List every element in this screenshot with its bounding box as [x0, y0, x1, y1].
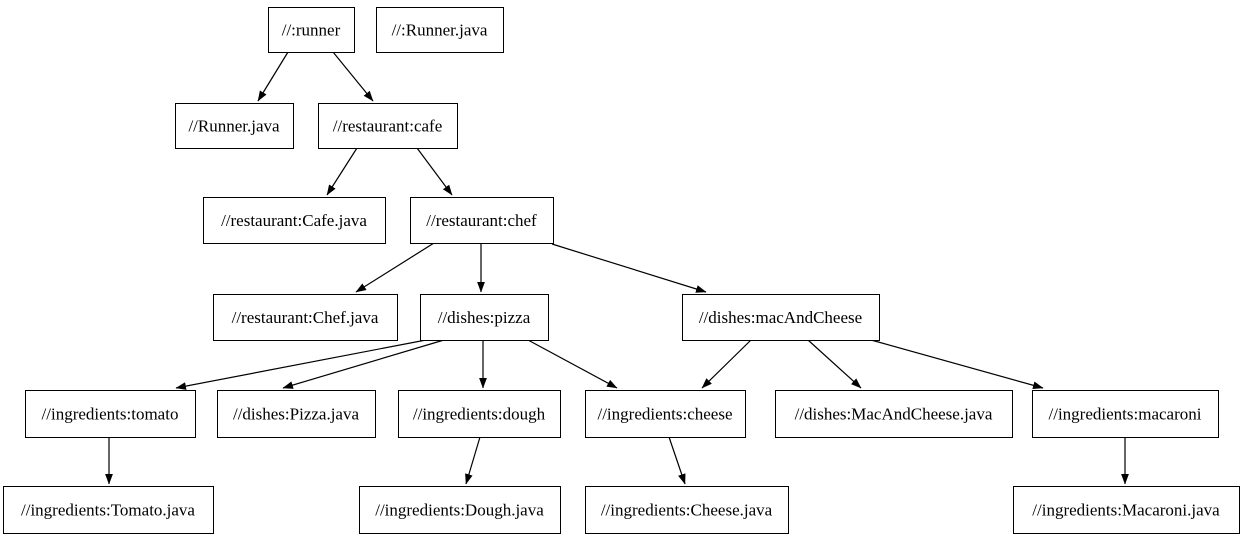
- node-box-runner: [268, 7, 355, 53]
- node-dough: //ingredients:dough: [398, 390, 561, 438]
- node-label-chef: //restaurant:chef: [426, 211, 537, 230]
- node-label-dough-java: //ingredients:Dough.java: [375, 501, 544, 520]
- node-cafe: //restaurant:cafe: [318, 103, 458, 149]
- edge-cafe-to-cafe-java: [326, 147, 358, 196]
- edge-chef-to-chef-java: [355, 242, 435, 293]
- node-chef: //restaurant:chef: [410, 197, 554, 244]
- node-box-cafe-java: [203, 197, 386, 244]
- node-pizza: //dishes:pizza: [420, 294, 549, 341]
- node-label-cheese: //ingredients:cheese: [597, 405, 732, 424]
- node-pizza-java: //dishes:Pizza.java: [217, 390, 376, 438]
- node-label-mac-and-cheese-java: //dishes:MacAndCheese.java: [795, 405, 993, 424]
- node-dough-java: //ingredients:Dough.java: [359, 486, 561, 534]
- node-box-dough: [398, 390, 561, 438]
- edge-runner-to-runner-java: [257, 51, 289, 102]
- edge-pizza-to-pizza-java: [282, 339, 445, 389]
- node-label-mac-and-cheese: //dishes:macAndCheese: [699, 308, 862, 327]
- node-label-chef-java: //restaurant:Chef.java: [232, 308, 379, 327]
- node-runner-java: //Runner.java: [175, 103, 294, 149]
- node-box-mac-and-cheese-java: [775, 390, 1013, 438]
- node-label-runner-java: //Runner.java: [188, 117, 280, 136]
- node-label-tomato: //ingredients:tomato: [42, 405, 179, 424]
- edge-cafe-to-chef: [416, 147, 453, 196]
- edge-runner-to-cafe: [332, 51, 374, 102]
- node-box-runner-java: [175, 103, 294, 149]
- node-label-cafe: //restaurant:cafe: [333, 117, 443, 136]
- node-box-cafe: [318, 103, 458, 149]
- node-box-dough-java: [359, 486, 561, 534]
- node-box-cheese: [585, 390, 746, 438]
- node-label-cafe-java: //restaurant:Cafe.java: [221, 211, 367, 230]
- node-label-tomato-java: //ingredients:Tomato.java: [21, 501, 195, 520]
- edge-dough-to-dough-java: [465, 436, 481, 485]
- edge-mac-and-cheese-to-macaroni: [870, 339, 1044, 390]
- node-macaroni: //ingredients:macaroni: [1032, 390, 1219, 438]
- node-runner: //:runner: [268, 7, 355, 53]
- node-mac-and-cheese: //dishes:macAndCheese: [682, 294, 880, 341]
- node-label-macaroni-java: //ingredients:Macaroni.java: [1032, 501, 1220, 520]
- node-box-pizza: [420, 294, 549, 341]
- edge-pizza-to-cheese: [527, 339, 618, 389]
- node-cafe-java: //restaurant:Cafe.java: [203, 197, 386, 244]
- node-label-runner: //:runner: [282, 21, 341, 40]
- edge-pizza-to-tomato: [175, 339, 427, 390]
- node-label-macaroni: //ingredients:macaroni: [1049, 405, 1202, 424]
- node-label-runner-java-target: //:Runner.java: [392, 21, 488, 40]
- node-runner-java-target: //:Runner.java: [376, 7, 504, 53]
- node-mac-and-cheese-java: //dishes:MacAndCheese.java: [775, 390, 1013, 438]
- node-tomato: //ingredients:tomato: [25, 390, 196, 438]
- node-label-dough: //ingredients:dough: [413, 405, 546, 424]
- node-box-mac-and-cheese: [682, 294, 880, 341]
- node-cheese-java: //ingredients:Cheese.java: [585, 486, 789, 534]
- node-label-pizza: //dishes:pizza: [438, 308, 531, 327]
- node-box-runner-java-target: [376, 7, 504, 53]
- node-box-pizza-java: [217, 390, 376, 438]
- node-macaroni-java: //ingredients:Macaroni.java: [1013, 486, 1240, 534]
- node-tomato-java: //ingredients:Tomato.java: [3, 486, 214, 534]
- node-box-chef-java: [213, 294, 398, 341]
- node-box-macaroni: [1032, 390, 1219, 438]
- node-label-pizza-java: //dishes:Pizza.java: [233, 405, 360, 424]
- node-box-tomato-java: [3, 486, 214, 534]
- node-box-macaroni-java: [1013, 486, 1240, 534]
- node-box-tomato: [25, 390, 196, 438]
- node-chef-java: //restaurant:Chef.java: [213, 294, 398, 341]
- node-box-chef: [410, 197, 554, 244]
- node-box-cheese-java: [585, 486, 789, 534]
- edge-cheese-to-cheese-java: [668, 436, 686, 485]
- node-label-cheese-java: //ingredients:Cheese.java: [601, 501, 773, 520]
- edge-mac-and-cheese-to-cheese: [701, 339, 752, 389]
- node-cheese: //ingredients:cheese: [585, 390, 746, 438]
- edge-mac-and-cheese-to-mac-and-cheese-java: [807, 339, 862, 389]
- edge-chef-to-mac-and-cheese: [551, 243, 707, 293]
